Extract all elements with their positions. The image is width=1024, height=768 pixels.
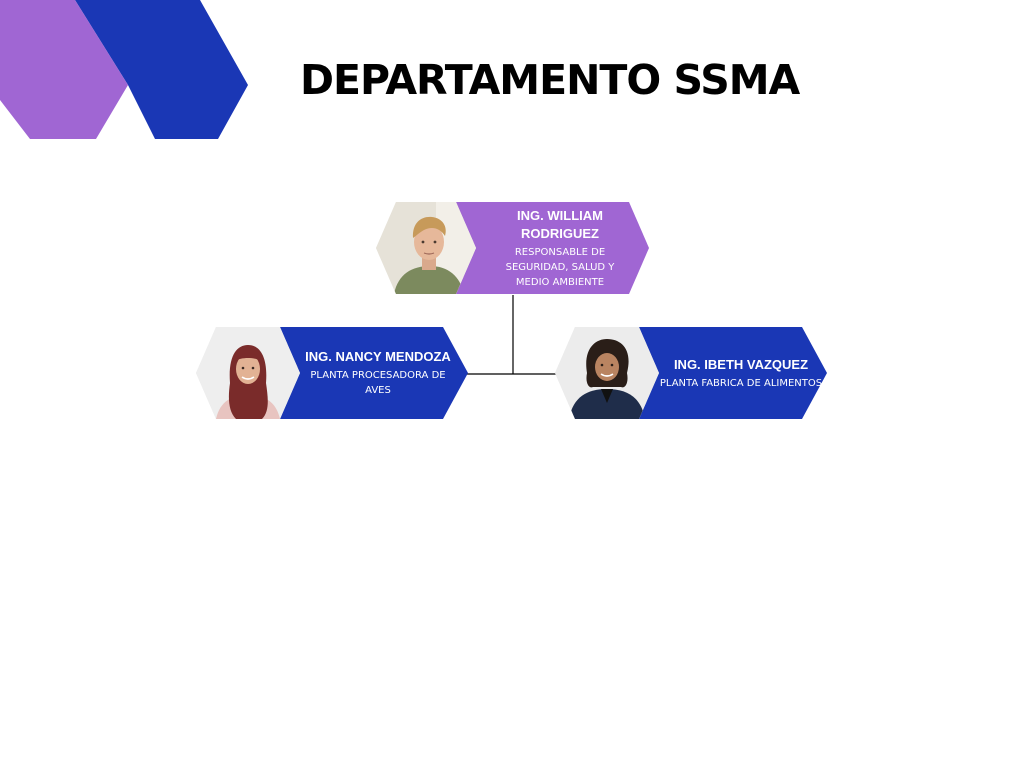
report-1-card-background xyxy=(266,327,468,419)
woman-curly-hair-portrait-icon xyxy=(555,327,659,419)
report-1-role: PLANTA PROCESADORA DE AVES xyxy=(310,370,446,396)
report-1-card-text: ING. NANCY MENDOZA PLANTA PROCESADORA DE… xyxy=(300,327,456,419)
org-node-head[interactable]: ING. WILLIAM RODRIGUEZ RESPONSABLE DE SE… xyxy=(376,202,650,294)
head-role: RESPONSABLE DE SEGURIDAD, SALUD Y MEDIO … xyxy=(505,246,615,288)
page-title: DEPARTAMENTO SSMA xyxy=(300,56,800,104)
org-node-report-2[interactable]: ING. IBETH VAZQUEZ PLANTA FABRICA DE ALI… xyxy=(555,327,829,419)
woman-hijab-portrait-icon xyxy=(196,327,300,419)
report-2-name: ING. IBETH VAZQUEZ xyxy=(673,356,809,372)
report-2-role: PLANTA FABRICA DE ALIMENTOS xyxy=(659,377,823,389)
young-man-portrait-icon xyxy=(376,202,476,294)
decorative-chevrons xyxy=(0,0,248,139)
violet-chevron-shape xyxy=(0,0,128,139)
head-card-background xyxy=(446,202,649,294)
report-1-name: ING. NANCY MENDOZA xyxy=(305,349,451,364)
report-2-card-background xyxy=(625,327,827,419)
head-name: ING. WILLIAM RODRIGUEZ xyxy=(517,207,603,241)
report-2-card-text: ING. IBETH VAZQUEZ PLANTA FABRICA DE ALI… xyxy=(659,327,823,419)
blue-chevron-shape xyxy=(75,0,248,139)
head-card-text: ING. WILLIAM RODRIGUEZ RESPONSABLE DE SE… xyxy=(490,202,630,294)
org-node-report-1[interactable]: ING. NANCY MENDOZA PLANTA PROCESADORA DE… xyxy=(196,327,470,419)
